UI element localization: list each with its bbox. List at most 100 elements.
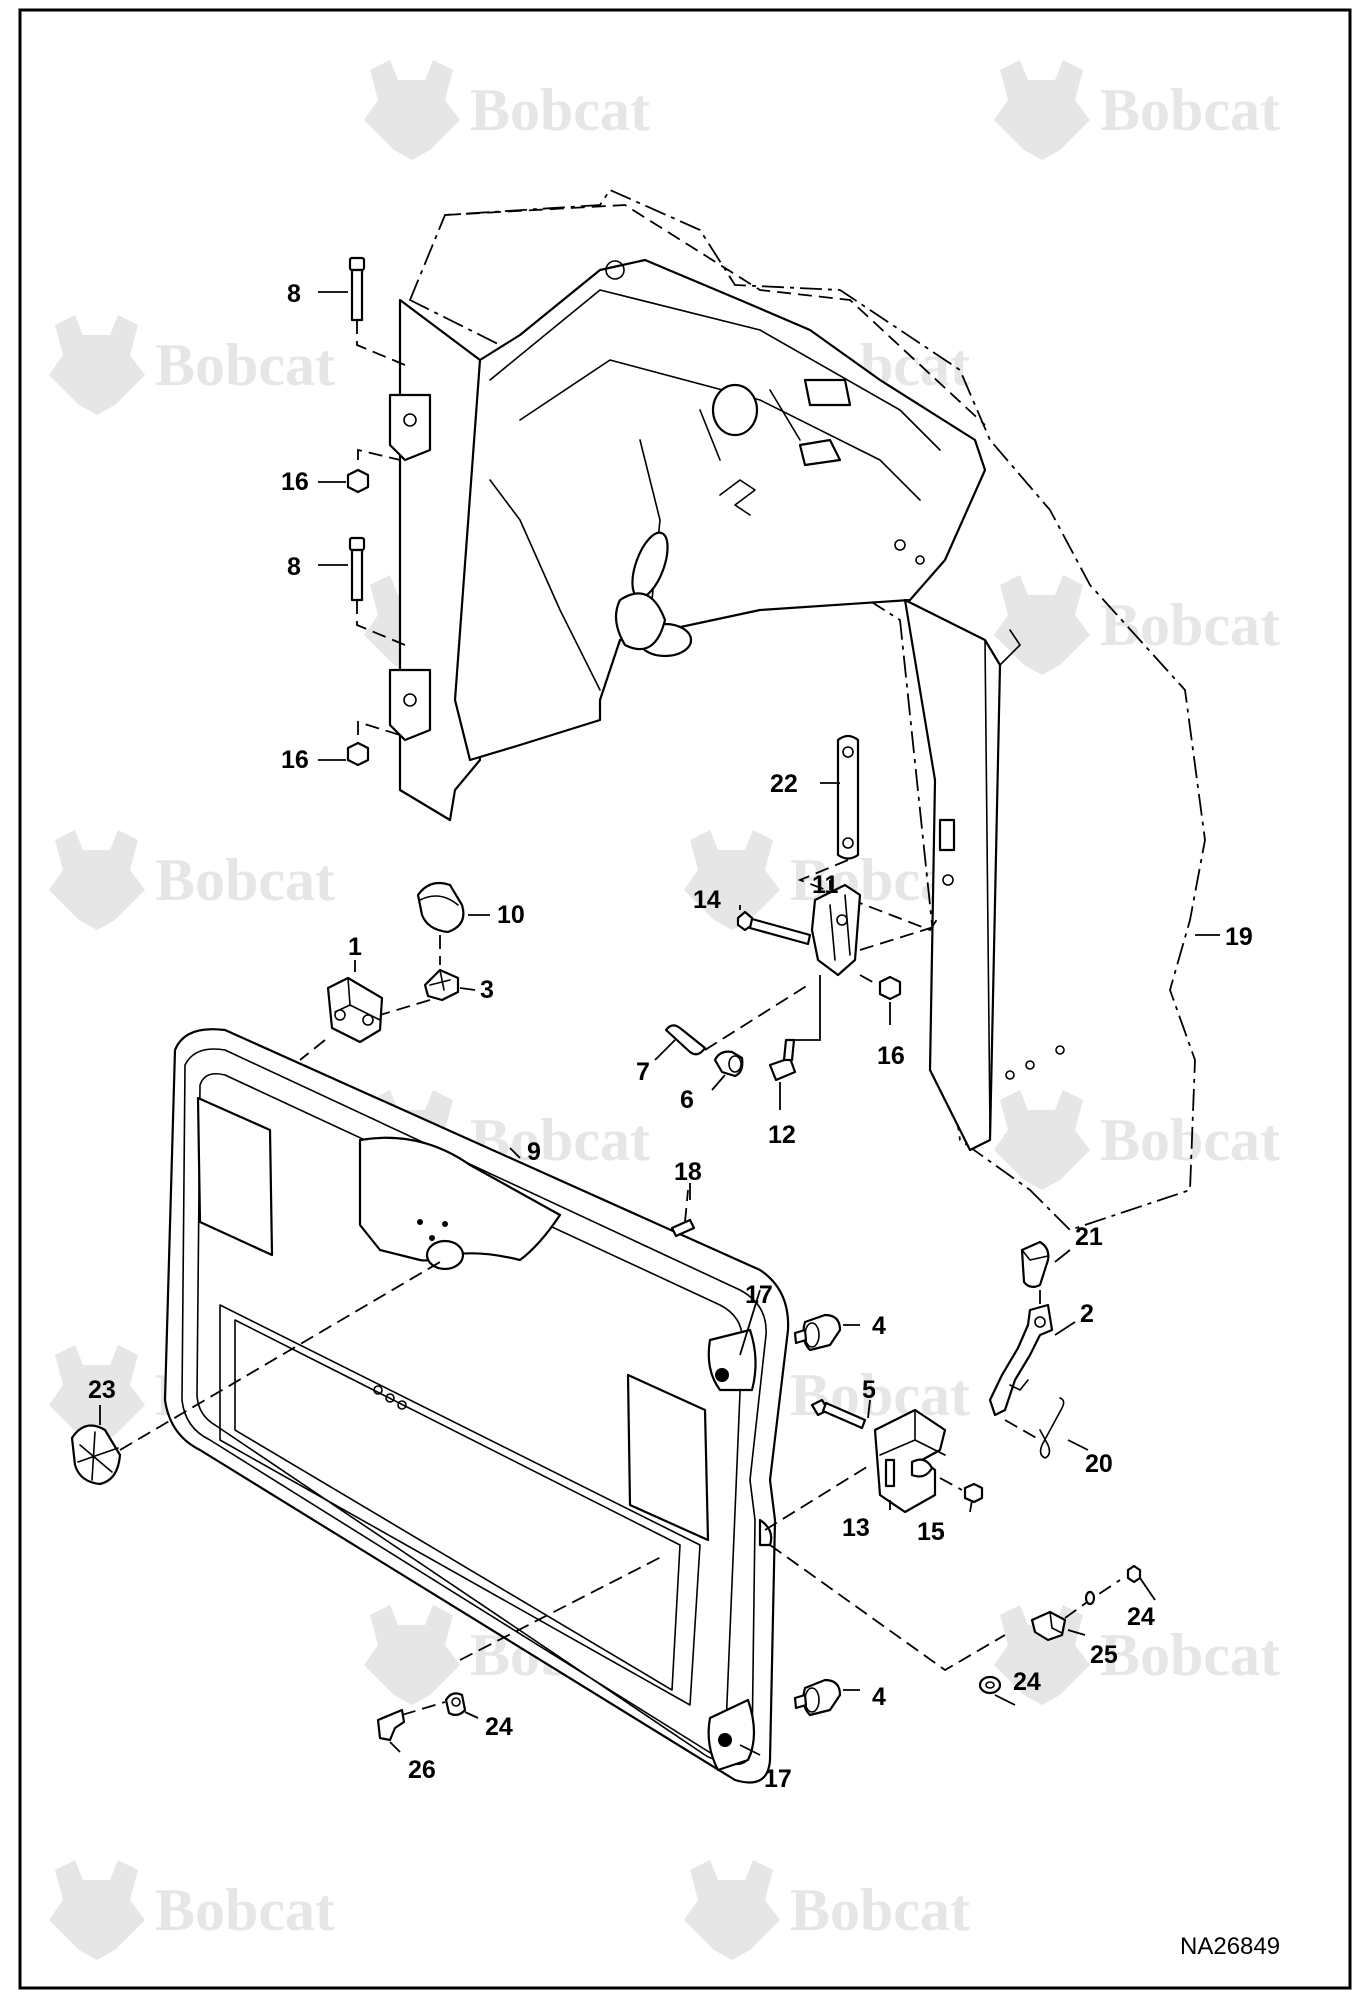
bobcat-head-icon <box>49 1345 145 1445</box>
leader-lines <box>99 291 1220 1756</box>
callout-23: 23 <box>88 1376 116 1404</box>
rubber-bumper-lower <box>793 1678 842 1717</box>
leader-line <box>654 1039 676 1061</box>
bolt-head <box>348 536 366 552</box>
assembly-line <box>939 1477 963 1491</box>
door-screw-dot <box>417 1219 423 1225</box>
leader-line <box>1054 1249 1071 1263</box>
watermark: Bobcat <box>684 1860 970 1960</box>
callout-19: 19 <box>1225 923 1253 951</box>
callout-18: 18 <box>674 1158 702 1186</box>
keeper-washer-b <box>978 1675 1002 1695</box>
leader-line <box>464 1711 479 1719</box>
door-window-upper-left <box>196 1096 274 1257</box>
bracket-body <box>810 883 862 977</box>
callout-labels: 8 16 8 16 22 14 11 16 19 10 1 3 7 6 12 9… <box>88 280 1253 1793</box>
leader-line <box>739 1289 761 1356</box>
watermark-text: Bobcat <box>1100 1107 1280 1173</box>
cab-phantom-upper <box>444 204 986 426</box>
door-screw-dot <box>442 1221 448 1227</box>
frame-hinge-tab-lower <box>388 668 432 742</box>
callout-22: 22 <box>770 770 798 798</box>
frame-rear-hole <box>1005 1070 1015 1080</box>
plate-body <box>836 734 860 860</box>
latch-spring <box>1004 1397 1065 1459</box>
leader-line <box>1139 1577 1156 1601</box>
frame-rear-slot <box>938 818 956 852</box>
hinge-hole <box>362 1014 374 1026</box>
watermark-text: Bobcat <box>155 1877 335 1943</box>
assembly-line <box>357 720 401 736</box>
frame-side-panel <box>453 258 987 762</box>
leader-line <box>739 1744 761 1756</box>
assembly-line <box>356 600 406 646</box>
figure-id: NA26849 <box>1180 1933 1280 1960</box>
watermark-text: Bobcat <box>1100 592 1280 658</box>
callout-4: 4 <box>872 1683 886 1711</box>
hinge-hole <box>334 1009 346 1021</box>
hinge-bolt-lower <box>348 536 406 646</box>
frame-small-hole <box>894 539 906 551</box>
assembly-line <box>1004 1419 1041 1441</box>
door-outer-rim <box>181 1048 767 1766</box>
door-handle-knob <box>70 1424 122 1486</box>
callout-24: 24 <box>1013 1668 1041 1696</box>
callout-24: 24 <box>1127 1603 1155 1631</box>
door-clip <box>376 1701 446 1742</box>
door-lock-hole <box>425 1239 465 1271</box>
frame-rear-panel <box>903 598 1002 1152</box>
watermark: Bobcat <box>49 315 335 415</box>
bobcat-head-icon <box>49 830 145 930</box>
bushing-bore <box>728 1055 742 1073</box>
callout-16: 16 <box>877 1042 905 1070</box>
leader-line <box>459 987 476 991</box>
leader-line <box>389 1741 401 1753</box>
latch-pin <box>736 910 812 946</box>
assembly-line <box>859 924 941 951</box>
bobcat-head-icon <box>364 1605 460 1705</box>
bolt-shank <box>782 1038 796 1062</box>
watermark: Bobcat <box>364 60 650 160</box>
grommet-body <box>444 1692 467 1717</box>
callout-9: 9 <box>527 1138 541 1166</box>
assembly-line <box>299 1039 326 1061</box>
watermark-text: Bobcat <box>155 332 335 398</box>
assembly-line <box>379 999 431 1016</box>
callout-6: 6 <box>680 1086 694 1114</box>
leader-line <box>994 1694 1016 1706</box>
assembly-line <box>357 448 401 461</box>
callout-12: 12 <box>768 1121 796 1149</box>
frame-rear-edge <box>984 629 1021 1131</box>
callout-24: 24 <box>485 1713 513 1741</box>
bolt-head <box>348 256 366 272</box>
bumper-stud <box>793 1693 808 1710</box>
leader-line <box>711 1074 726 1091</box>
callout-20: 20 <box>1085 1450 1113 1478</box>
leader-line <box>1067 1439 1089 1451</box>
nut <box>346 741 370 767</box>
cab-frame-assembly <box>388 188 1206 1232</box>
callout-7: 7 <box>636 1058 650 1086</box>
drawing-border <box>18 8 1352 1990</box>
callout-15: 15 <box>917 1518 945 1546</box>
bolt-shank <box>821 1401 867 1430</box>
knob-body <box>1020 1240 1050 1289</box>
latch-nut <box>939 1477 984 1504</box>
housing-cutout <box>910 1458 934 1478</box>
striker-plate <box>797 734 941 932</box>
bobcat-head-icon <box>49 1860 145 1960</box>
washer <box>1084 1590 1096 1606</box>
bracket-fold <box>829 894 851 961</box>
frame-round-hole <box>711 383 759 437</box>
spacer-pin <box>664 1024 707 1056</box>
callout-3: 3 <box>480 976 494 1004</box>
callout-4: 4 <box>872 1312 886 1340</box>
door-outer-shell <box>163 1028 790 1784</box>
bobcat-head-icon <box>684 1860 780 1960</box>
callout-16: 16 <box>281 468 309 496</box>
pin-shank <box>748 917 812 946</box>
hinge-nut-lower <box>346 720 401 767</box>
lever-hole <box>1034 1316 1046 1328</box>
frame-small-hole <box>915 555 925 565</box>
